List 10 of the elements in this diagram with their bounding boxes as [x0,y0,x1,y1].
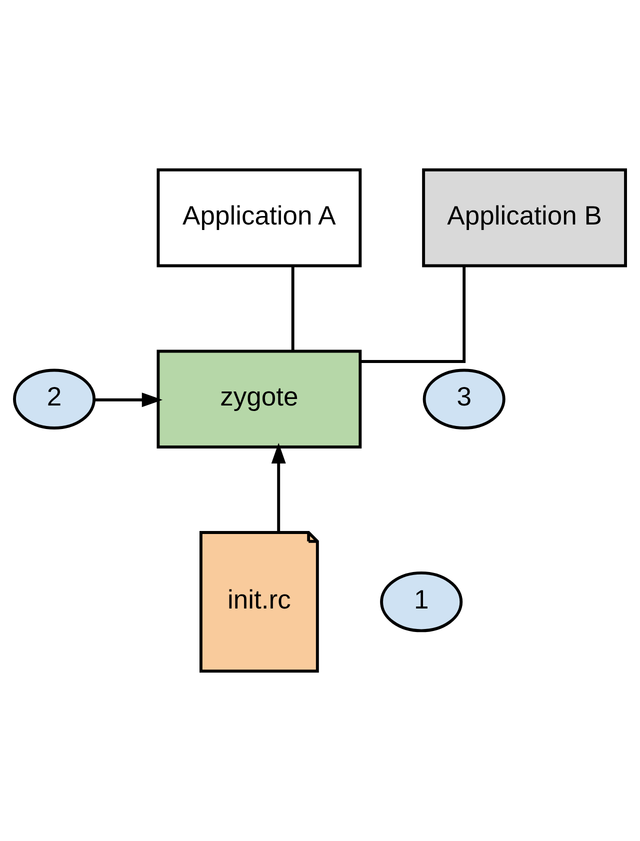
node-ellipse: 3 [422,368,506,430]
node-ellipse: 2 [13,368,96,430]
node-box: Application A [156,168,362,268]
arrow [94,392,163,408]
node-ellipse: 1 [380,571,463,632]
arrow [271,442,286,532]
connector [360,266,466,364]
connector [291,266,294,351]
node-box: zygote [156,350,362,449]
node-box: Application B [422,168,627,268]
